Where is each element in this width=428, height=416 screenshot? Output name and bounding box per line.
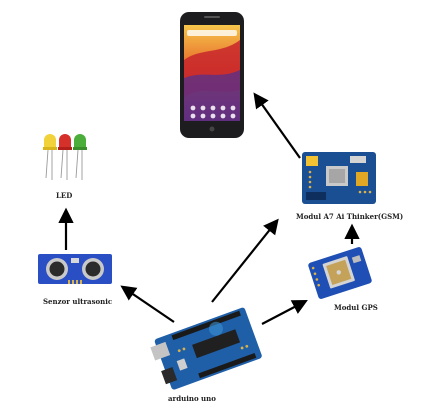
ultrasonic-sensor-image bbox=[38, 254, 112, 284]
arrow-arduino-to-gps bbox=[261, 299, 308, 325]
led-image bbox=[43, 134, 87, 180]
gsm-label: Modul A7 Ai Thinker(GSM) bbox=[296, 212, 404, 221]
gps-module-image bbox=[308, 247, 372, 299]
led-label: LED bbox=[56, 191, 73, 200]
ultrasonic-label: Senzor ultrasonic bbox=[43, 297, 113, 306]
arrow-gsm-to-phone bbox=[253, 92, 301, 159]
arduino-uno-image bbox=[150, 307, 262, 390]
smartphone-image bbox=[180, 12, 244, 138]
gps-label: Modul GPS bbox=[334, 303, 378, 312]
arduino-label: arduino uno bbox=[168, 394, 216, 403]
arrow-arduino-to-ultrasonic bbox=[120, 285, 175, 323]
arrow-arduino-to-gsm bbox=[211, 218, 279, 303]
gsm-module-image bbox=[302, 152, 376, 204]
